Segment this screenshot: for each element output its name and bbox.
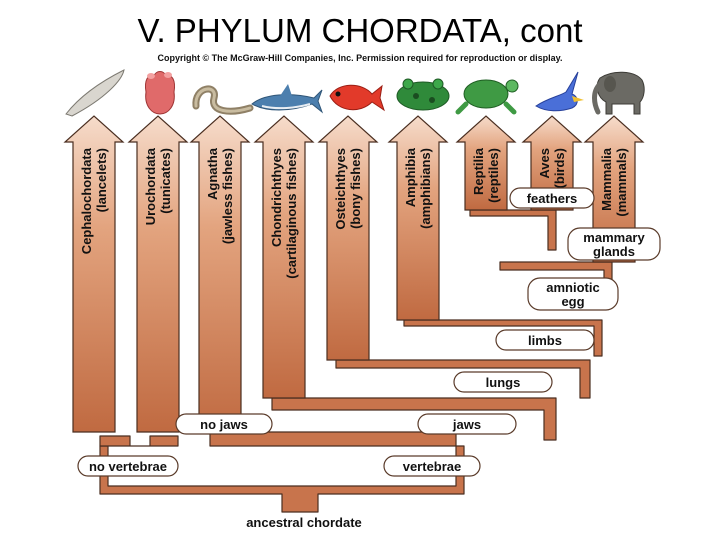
taxon-arrow-shape <box>455 115 517 211</box>
svg-text:egg: egg <box>561 294 584 309</box>
taxon-label: Chondrichthyes(cartilaginous fishes) <box>269 148 299 279</box>
taxon-label: Mammalia(mammals) <box>599 147 629 216</box>
branch-diapsid <box>469 209 557 251</box>
taxon-label: Aves(birds) <box>537 148 567 188</box>
trait-limbs: limbs <box>495 329 595 351</box>
taxon-arrow-shape <box>63 115 125 433</box>
trait-no-jaws: no jaws <box>175 413 273 435</box>
branch-chordates <box>99 435 179 447</box>
svg-text:mammary: mammary <box>583 230 645 245</box>
root-trunk <box>99 445 465 513</box>
svg-text:glands: glands <box>593 244 635 259</box>
taxon-label: Amphibia(amphibians) <box>403 147 433 229</box>
trait-no-vertebrae: no vertebrae <box>77 455 179 477</box>
root-label: ancestral chordate <box>246 515 362 530</box>
svg-text:limbs: limbs <box>528 333 562 348</box>
trait-jaws: jaws <box>417 413 517 435</box>
taxon-arrow-shape <box>253 115 315 399</box>
taxon-arrow-shape <box>189 115 251 433</box>
lancelet-icon <box>65 69 125 117</box>
taxon-arrows: Cephalochordata(lancelets) Urochordata(tu… <box>63 115 645 433</box>
taxon-arrow-shape <box>387 115 449 321</box>
bony-fish-icon <box>329 84 385 112</box>
trait-vertebrae: vertebrae <box>383 455 481 477</box>
taxon-arrow-shape <box>317 115 379 361</box>
taxon-arrow-osteichthyes: Osteichthyes(bony fishes) <box>317 115 379 361</box>
branch-jawed <box>271 397 557 441</box>
taxon-arrow-agnatha: Agnatha(jawless fishes) <box>189 115 251 433</box>
taxon-arrow-aves: Aves(birds) <box>521 115 583 211</box>
trait-lungs: lungs <box>453 371 553 393</box>
taxon-arrow-chondrichthyes: Chondrichthyes(cartilaginous fishes) <box>253 115 315 399</box>
svg-text:no jaws: no jaws <box>200 417 248 432</box>
elephant-icon <box>592 71 645 115</box>
branch-vertebrates <box>209 431 457 447</box>
taxon-label: Reptilia(reptiles) <box>471 147 501 203</box>
taxon-label: Agnatha(jawless fishes) <box>205 147 235 244</box>
shark-icon <box>251 84 324 114</box>
taxon-arrow-amphibia: Amphibia(amphibians) <box>387 115 449 321</box>
svg-text:no vertebrae: no vertebrae <box>89 459 167 474</box>
trait-amniotic-egg: amniotic egg <box>527 277 619 311</box>
taxon-label: Urochordata(tunicates) <box>143 147 173 225</box>
taxon-arrow-mammalia: Mammalia(mammals) <box>583 115 645 263</box>
branch-bony <box>335 359 591 399</box>
taxon-label: Osteichthyes(bony fishes) <box>333 148 363 230</box>
svg-text:feathers: feathers <box>527 191 578 206</box>
svg-text:jaws: jaws <box>452 417 481 432</box>
trait-mammary-glands: mammary glands <box>567 227 661 261</box>
trait-feathers: feathers <box>509 187 595 209</box>
tunicate-icon <box>145 71 175 115</box>
taxon-arrow-cephalochordata: Cephalochordata(lancelets) <box>63 115 125 433</box>
taxon-label: Cephalochordata(lancelets) <box>79 147 109 254</box>
turtle-icon <box>455 79 519 115</box>
taxon-arrow-shape <box>127 115 189 433</box>
taxon-arrow-urochordata: Urochordata(tunicates) <box>127 115 189 433</box>
branch-tetrapod <box>403 319 603 357</box>
frog-icon <box>396 78 450 111</box>
svg-text:vertebrae: vertebrae <box>403 459 462 474</box>
bird-icon <box>535 71 584 112</box>
lamprey-icon <box>192 85 254 115</box>
taxon-arrow-reptilia: Reptilia(reptiles) <box>455 115 517 211</box>
svg-text:lungs: lungs <box>486 375 521 390</box>
svg-text:amniotic: amniotic <box>546 280 599 295</box>
copyright-notice: Copyright © The McGraw-Hill Companies, I… <box>157 53 563 63</box>
slide-title: V. PHYLUM CHORDATA, cont <box>137 12 583 49</box>
